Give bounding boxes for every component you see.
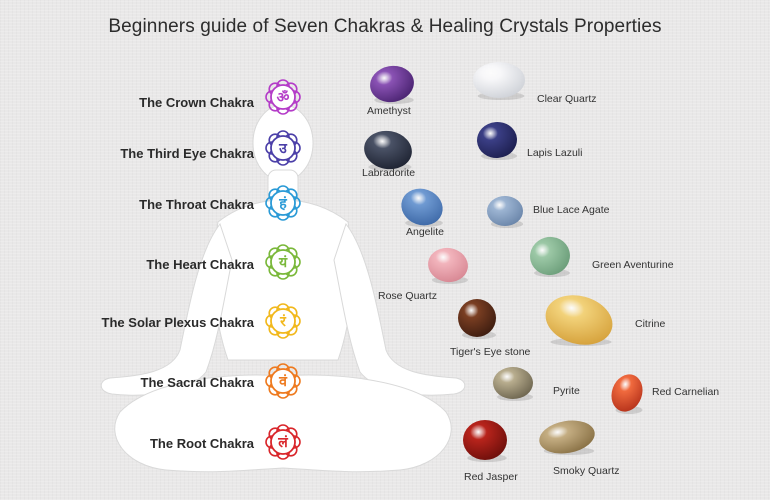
svg-text:उ: उ (278, 141, 288, 157)
crystal-angelite (401, 188, 443, 226)
crystal-lapis-lazuli (477, 121, 517, 159)
chakra-symbol-crown: ॐ (265, 79, 301, 115)
chakra-label-heart: The Heart Chakra (146, 257, 254, 272)
crystal-label-rose-quartz: Rose Quartz (378, 290, 437, 302)
crystal-blue-lace-agate (487, 196, 523, 226)
svg-text:ॐ: ॐ (277, 89, 290, 106)
crystal-label-tigers-eye: Tiger's Eye stone (450, 346, 531, 358)
crystal-label-lapis-lazuli: Lapis Lazuli (527, 147, 583, 159)
chakra-label-root: The Root Chakra (149, 436, 254, 451)
crystal-rose-quartz (428, 247, 468, 283)
svg-text:हं: हं (278, 196, 287, 212)
chakra-symbol-sacral: वं (265, 363, 301, 399)
chakra-label-solar-plexus: The Solar Plexus Chakra (101, 315, 254, 330)
crystal-label-smoky-quartz: Smoky Quartz (553, 465, 620, 477)
svg-text:लं: लं (277, 435, 288, 451)
crystal-label-red-jasper: Red Jasper (464, 471, 518, 483)
svg-text:वं: वं (278, 374, 288, 390)
chakra-symbol-solar-plexus: रं (265, 303, 301, 339)
crystal-labradorite (364, 130, 412, 170)
crystal-label-labradorite: Labradorite (362, 167, 416, 179)
svg-text:यं: यं (278, 255, 288, 271)
chakra-label-sacral: The Sacral Chakra (140, 375, 254, 390)
chakra-symbol-heart: यं (265, 244, 301, 280)
crystal-amethyst (370, 65, 414, 103)
crystal-citrine (545, 295, 613, 345)
crystal-label-citrine: Citrine (635, 318, 666, 330)
crystal-tigers-eye (458, 299, 496, 337)
crystal-pyrite (493, 367, 533, 399)
crystal-label-pyrite: Pyrite (553, 385, 580, 397)
crystal-green-aventurine (530, 236, 570, 276)
crystal-label-blue-lace-agate: Blue Lace Agate (533, 204, 610, 216)
crystal-label-angelite: Angelite (406, 226, 444, 238)
chakra-label-crown: The Crown Chakra (139, 95, 254, 110)
crystal-label-green-aventurine: Green Aventurine (592, 259, 674, 271)
chakra-symbol-root: लं (265, 424, 301, 460)
crystal-label-clear-quartz: Clear Quartz (537, 93, 597, 105)
chakra-label-third-eye: The Third Eye Chakra (120, 146, 254, 161)
chakra-label-throat: The Throat Chakra (139, 197, 254, 212)
chakra-symbol-third-eye: उ (265, 130, 301, 166)
page-title: Beginners guide of Seven Chakras & Heali… (108, 16, 662, 37)
crystal-clear-quartz (473, 62, 525, 98)
crystal-red-jasper (463, 420, 507, 460)
crystal-red-carnelian (611, 374, 643, 412)
crystal-label-amethyst: Amethyst (367, 105, 411, 117)
svg-text:रं: रं (279, 314, 287, 330)
crystal-smoky-quartz (539, 420, 595, 454)
crystal-label-red-carnelian: Red Carnelian (652, 386, 720, 398)
chakra-symbol-throat: हं (265, 185, 301, 221)
